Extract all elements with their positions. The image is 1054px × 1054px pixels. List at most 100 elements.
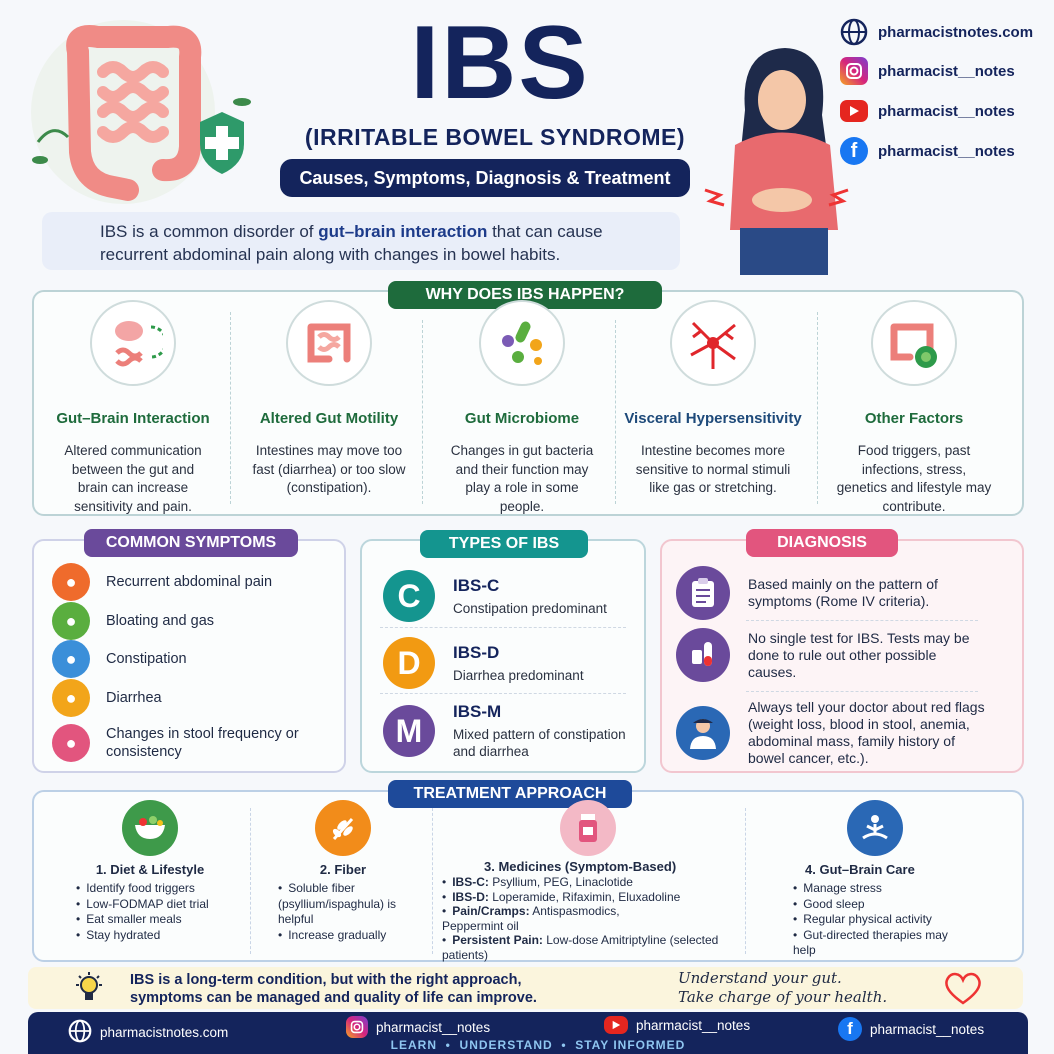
bottom-script: Understand your gut. Take charge of your… xyxy=(678,969,887,1007)
treatment-item: Identify food triggers xyxy=(76,881,240,897)
instagram-icon xyxy=(840,57,868,85)
why-desc: Changes in gut bacteria and their functi… xyxy=(450,443,594,514)
symptoms-title: COMMON SYMPTOMS xyxy=(84,529,298,557)
symptom-label: Bloating and gas xyxy=(106,613,215,629)
type-name: IBS-D xyxy=(453,642,500,662)
brain-gut-icon xyxy=(90,300,176,386)
social-website[interactable]: pharmacistnotes.com xyxy=(840,17,1050,47)
bottom-script-1: Understand your gut. xyxy=(678,969,842,987)
meditation-icon xyxy=(847,800,903,856)
footer-instagram[interactable]: pharmacist__notes xyxy=(346,1016,490,1038)
type-desc: Constipation predominant xyxy=(453,600,607,616)
type-letter: D xyxy=(383,637,435,689)
treatment-item-value: Low-dose Amitriptyline (selected patient… xyxy=(442,933,719,962)
pills-icon xyxy=(560,800,616,856)
youtube-icon xyxy=(604,1016,628,1034)
social-instagram-label: pharmacist__notes xyxy=(878,62,1015,80)
treatment-heading: 2. Fiber xyxy=(319,862,367,877)
intro-highlight: gut–brain interaction xyxy=(318,222,488,241)
symptom-item: ● Changes in stool frequency or consisten… xyxy=(52,724,302,762)
why-desc: Food triggers, past infections, stress, … xyxy=(836,443,992,514)
social-website-label: pharmacistnotes.com xyxy=(878,23,1034,41)
salad-icon xyxy=(122,800,178,856)
types-title: TYPES OF IBS xyxy=(420,530,588,558)
treatment-heading: 3. Medicines (Symptom-Based) xyxy=(484,859,677,874)
social-facebook-label: pharmacist__notes xyxy=(878,142,1015,160)
footer-facebook[interactable]: f pharmacist__notes xyxy=(838,1017,984,1041)
why-desc: Altered communication between the gut an… xyxy=(64,443,202,514)
treatment-col: 3. Medicines (Symptom-Based) IBS-C: Psyl… xyxy=(438,800,738,962)
footer-youtube-label: pharmacist__notes xyxy=(636,1017,751,1033)
bottom-message: IBS is a long-term condition, but with t… xyxy=(130,971,537,1007)
treatment-item: Increase gradually xyxy=(278,928,418,944)
treatment-item-key: IBS-D: xyxy=(452,889,489,904)
footer-tagline: LEARN • UNDERSTAND • STAY INFORMED xyxy=(390,1038,686,1052)
symptom-label: Changes in stool frequency or consistenc… xyxy=(106,726,299,760)
diagnosis-text: No single test for IBS. Tests may be don… xyxy=(748,629,970,680)
bottom-message-1: IBS is a long-term condition, but with t… xyxy=(130,972,522,988)
youtube-icon xyxy=(840,100,868,122)
why-heading: Visceral Hypersensitivity xyxy=(624,410,802,427)
why-heading: Other Factors xyxy=(864,410,964,427)
clipboard-icon xyxy=(676,566,730,620)
footer-instagram-label: pharmacist__notes xyxy=(376,1019,491,1035)
treatment-item-value: Antispasmodics, Peppermint oil xyxy=(442,904,620,933)
treatment-item: Pain/Cramps: Antispasmodics, Peppermint … xyxy=(442,904,672,933)
intestine-icon xyxy=(286,300,372,386)
treatment-item: Good sleep xyxy=(793,897,965,913)
treatment-item: Manage stress xyxy=(793,881,965,897)
why-item: Gut Microbiome Changes in gut bacteria a… xyxy=(426,300,618,516)
symptom-item: ● Bloating and gas xyxy=(52,602,214,640)
symptom-label: Recurrent abdominal pain xyxy=(106,574,273,590)
why-heading: Gut–Brain Interaction xyxy=(56,410,210,427)
bacteria-icon xyxy=(479,300,565,386)
type-letter: C xyxy=(383,570,435,622)
why-heading: Gut Microbiome xyxy=(464,410,580,427)
symptom-label: Constipation xyxy=(106,651,187,667)
intro-text-2: that can cause xyxy=(487,222,603,241)
toilet-icon: ● xyxy=(52,640,90,678)
footer-tag: STAY INFORMED xyxy=(575,1038,686,1052)
intestine-illustration xyxy=(18,12,258,207)
treatment-item: IBS-C: Psyllium, PEG, Linaclotide xyxy=(442,875,738,890)
pain-icon: ● xyxy=(52,563,90,601)
symptom-label: Diarrhea xyxy=(106,690,162,706)
footer-website[interactable]: pharmacistnotes.com xyxy=(68,1019,228,1046)
diagnosis-item: Based mainly on the pattern of symptoms … xyxy=(676,566,1006,620)
treatment-item-value: Loperamide, Rifaximin, Eluxadoline xyxy=(488,889,681,904)
intro-box: IBS is a common disorder of gut–brain in… xyxy=(42,212,680,270)
footer-bar: pharmacistnotes.com pharmacist__notes ph… xyxy=(28,1012,1028,1054)
footer-tag: LEARN xyxy=(390,1038,437,1052)
treatment-item: Low-FODMAP diet trial xyxy=(76,897,240,913)
wheat-icon xyxy=(315,800,371,856)
why-desc: Intestine becomes more sensitive to norm… xyxy=(635,443,791,495)
footer-youtube[interactable]: pharmacist__notes xyxy=(604,1016,750,1034)
social-youtube[interactable]: pharmacist__notes xyxy=(840,96,1050,126)
footer-website-label: pharmacistnotes.com xyxy=(100,1025,229,1040)
treatment-col: 2. Fiber Soluble fiber (psyllium/ispaghu… xyxy=(268,800,418,943)
intro-text-3: recurrent abdominal pain along with chan… xyxy=(100,245,561,264)
social-youtube-label: pharmacist__notes xyxy=(878,102,1015,120)
woman-illustration xyxy=(700,40,870,275)
intestine-icon: ● xyxy=(52,724,90,762)
topic-pill: Causes, Symptoms, Diagnosis & Treatment xyxy=(280,159,690,197)
social-instagram[interactable]: pharmacist__notes xyxy=(840,56,1050,86)
globe-icon xyxy=(68,1019,92,1046)
social-facebook[interactable]: f pharmacist__notes xyxy=(840,136,1050,166)
treatment-heading: 4. Gut–Brain Care xyxy=(805,862,915,877)
treatment-item-key: Persistent Pain: xyxy=(452,933,543,947)
colon-virus-icon xyxy=(871,300,957,386)
doctor-icon xyxy=(676,706,730,760)
diagnosis-item: Always tell your doctor about red flags … xyxy=(676,699,1006,767)
why-item: Altered Gut Motility Intestines may move… xyxy=(233,300,425,498)
bloating-icon: ● xyxy=(52,602,90,640)
lightbulb-icon xyxy=(72,971,106,1010)
bottom-banner: IBS is a long-term condition, but with t… xyxy=(28,967,1023,1009)
facebook-icon: f xyxy=(838,1017,862,1041)
diagnosis-title: DIAGNOSIS xyxy=(746,529,898,557)
intro-text: IBS is a common disorder of xyxy=(100,222,319,241)
treatment-item: Gut-directed therapies may help xyxy=(793,928,965,959)
treatment-item-value: Psyllium, PEG, Linaclotide xyxy=(488,875,633,889)
